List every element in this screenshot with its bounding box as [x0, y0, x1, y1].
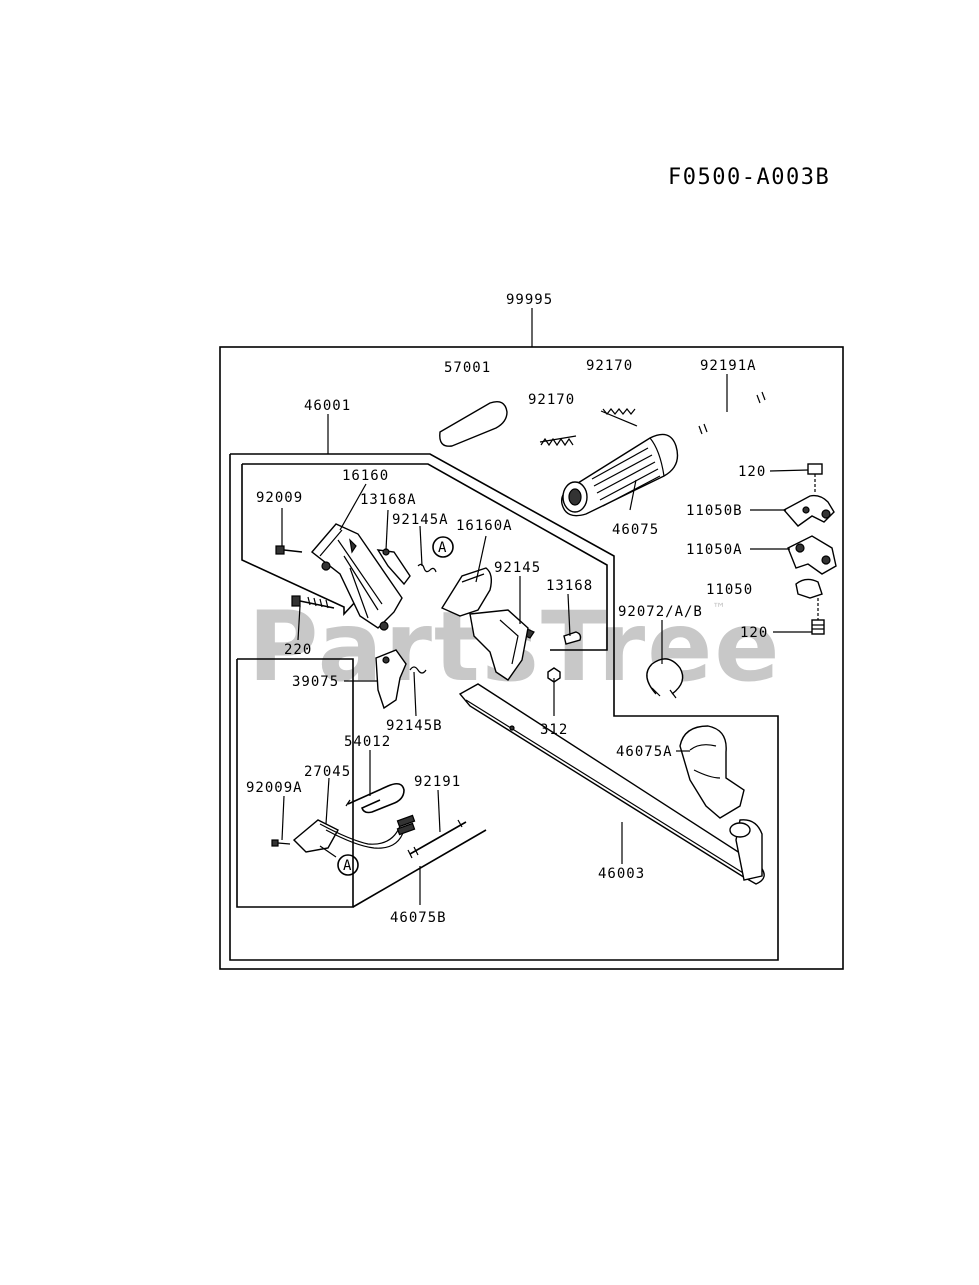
clamp-11050B [782, 494, 835, 527]
label-92145A: 92145A [392, 512, 449, 528]
label-92145B: 92145B [386, 718, 443, 734]
label-57001: 57001 [444, 360, 491, 376]
screw-92009A [271, 839, 291, 847]
label-11050A: 11050A [686, 542, 743, 558]
screw-92009 [275, 545, 303, 555]
wire-27045 [292, 814, 416, 853]
label-120-bottom: 120 [740, 625, 768, 641]
ref-a-top-text: A [438, 540, 447, 556]
label-120-top: 120 [738, 464, 766, 480]
frame-throttle-upper [242, 463, 608, 651]
label-13168: 13168 [546, 578, 593, 594]
throttle-case-16160 [310, 523, 403, 631]
cable-54012 [345, 782, 405, 814]
leader-ref-a-bottom [319, 845, 337, 858]
ref-a-top: A [432, 536, 454, 558]
bolt-92191A [698, 391, 767, 435]
spring-92145A [417, 563, 437, 573]
label-92191A: 92191A [700, 358, 757, 374]
label-99995: 99995 [506, 292, 553, 308]
frame-throttle-left [241, 464, 358, 617]
cap-57001 [439, 400, 508, 447]
label-39075: 39075 [292, 674, 339, 690]
label-46075A: 46075A [616, 744, 673, 760]
label-11050B: 11050B [686, 503, 743, 519]
cover-16160A [440, 567, 493, 617]
label-46075B: 46075B [390, 910, 447, 926]
label-92170-mid: 92170 [528, 392, 575, 408]
spring-92170-mid [539, 435, 577, 447]
label-92009A: 92009A [246, 780, 303, 796]
spring-92170-top [600, 408, 638, 427]
bolt-220 [291, 595, 335, 609]
trademark-symbol: ™ [712, 601, 726, 617]
label-16160A: 16160A [456, 518, 513, 534]
bolt-92191 [407, 819, 467, 859]
frame-46001 [229, 453, 779, 961]
ref-a-bottom-text: A [343, 858, 352, 874]
label-312: 312 [540, 722, 568, 738]
label-92170-top: 92170 [586, 358, 633, 374]
label-46075: 46075 [612, 522, 659, 538]
nut-312 [547, 667, 561, 683]
label-92072: 92072/A/B [618, 604, 703, 620]
label-27045: 27045 [304, 764, 351, 780]
label-13168A: 13168A [360, 492, 417, 508]
screw-120-top [807, 463, 823, 494]
label-46001: 46001 [304, 398, 351, 414]
handle-body [469, 609, 529, 681]
diagram-code: F0500-A003B [668, 165, 830, 190]
lever-39075 [375, 649, 407, 710]
label-11050: 11050 [706, 582, 753, 598]
label-54012: 54012 [344, 734, 391, 750]
label-92009: 92009 [256, 490, 303, 506]
label-46003: 46003 [598, 866, 645, 882]
pipe-46003 [458, 683, 765, 885]
spring-92145B [409, 666, 427, 674]
clamp-11050A [787, 535, 837, 599]
rear-grip-46075A [679, 725, 745, 819]
grip-46075 [560, 433, 679, 517]
leader-lines [281, 374, 812, 905]
screw-120-bottom [811, 598, 825, 635]
ref-a-bottom: A [337, 854, 359, 876]
label-92191: 92191 [414, 774, 461, 790]
lever-13168 [563, 631, 582, 645]
band-92072 [646, 658, 684, 699]
label-16160: 16160 [342, 468, 389, 484]
label-92145: 92145 [494, 560, 541, 576]
label-220: 220 [284, 642, 312, 658]
